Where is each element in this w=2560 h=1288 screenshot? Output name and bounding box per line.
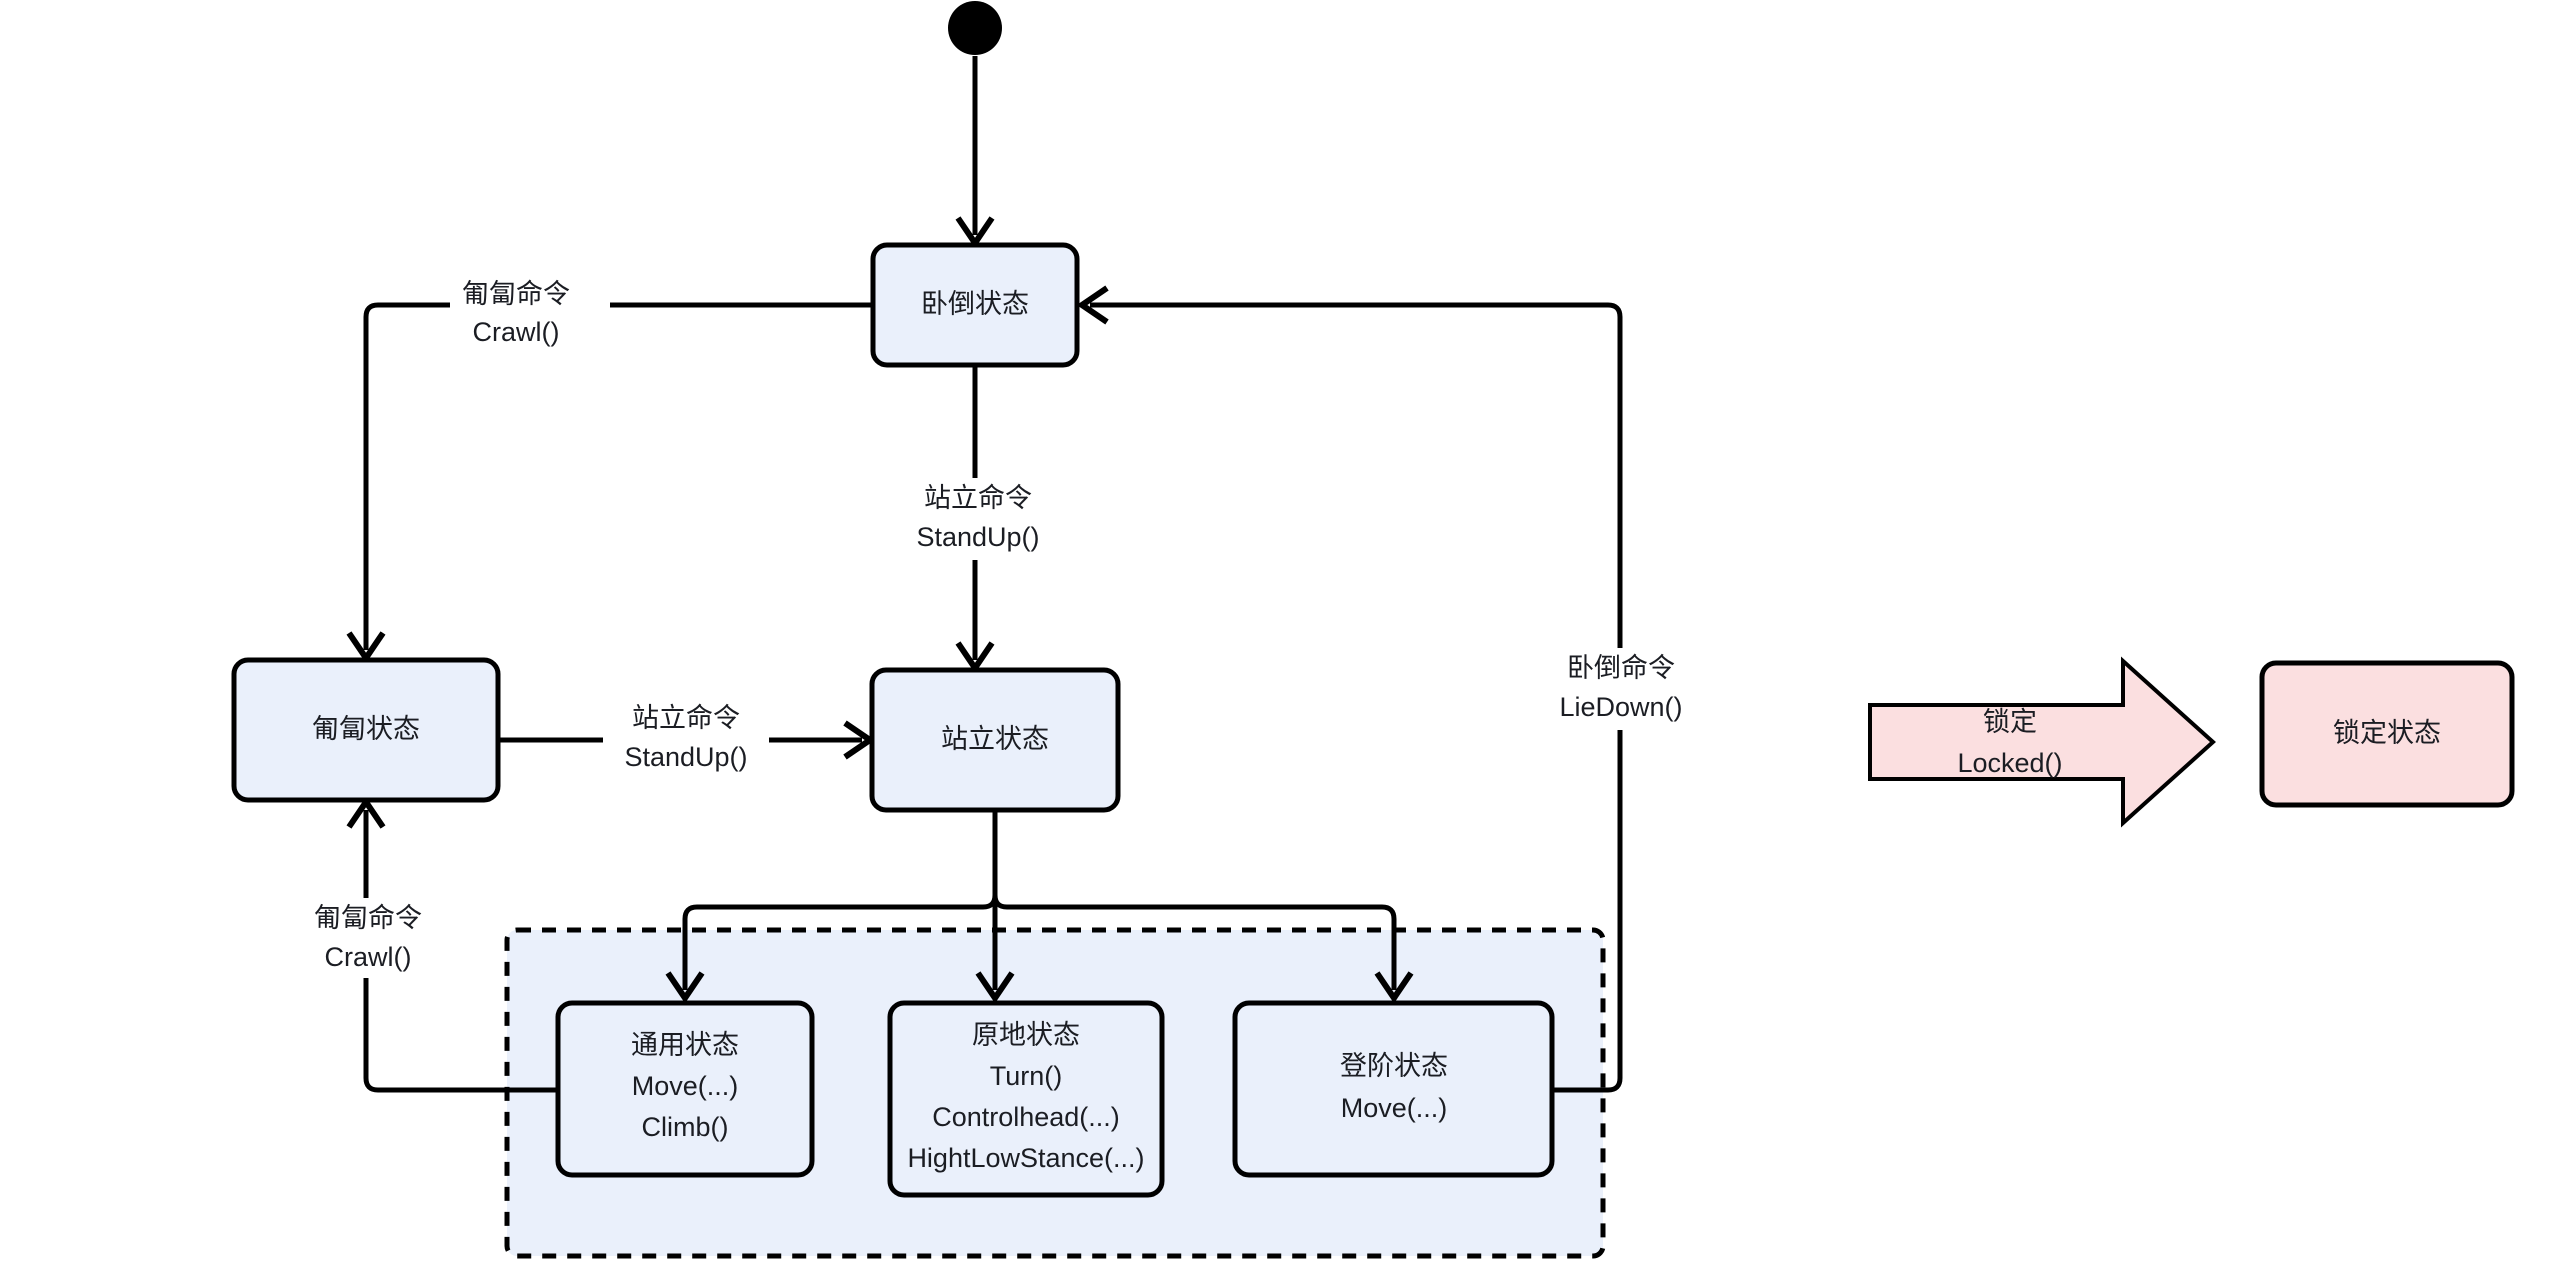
- edge-label-lie-down-to-crawl-1: Crawl(): [473, 317, 560, 347]
- node-stand-label-0: 站立状态: [941, 724, 1049, 754]
- block-arrow-locked[interactable]: 锁定 Locked(): [1868, 656, 2216, 828]
- node-lie-down-state[interactable]: 卧倒状态: [870, 242, 1080, 368]
- node-general-label-1: Move(...): [632, 1071, 739, 1101]
- node-general-state[interactable]: 通用状态 Move(...) Climb(): [555, 1000, 815, 1178]
- edge-lie-down-to-crawl: [346, 302, 873, 664]
- start-node: [948, 1, 1002, 55]
- node-locked-box[interactable]: [2259, 660, 2515, 808]
- edge-label-crawl-to-stand-1: StandUp(): [624, 742, 747, 772]
- node-crawl-label-0: 匍匐状态: [312, 714, 420, 744]
- edge-label-lie-down-to-crawl-0: 匍匐命令: [462, 279, 570, 309]
- node-in-place-label-1: Turn(): [990, 1061, 1063, 1091]
- node-stairs-state[interactable]: 登阶状态 Move(...): [1232, 1000, 1555, 1178]
- node-stairs-label-1: Move(...): [1341, 1093, 1448, 1123]
- node-in-place-label-3: HightLowStance(...): [907, 1143, 1144, 1173]
- edge-label-stairs-to-lie-down-0: 卧倒命令: [1567, 653, 1675, 683]
- block-arrow-label-1: Locked(): [1957, 748, 2062, 778]
- node-stairs-box[interactable]: [1232, 1000, 1555, 1178]
- block-arrow-label-0: 锁定: [1983, 707, 2037, 737]
- node-lie-down-box[interactable]: [870, 242, 1080, 368]
- node-general-box[interactable]: [555, 1000, 815, 1178]
- edge-start-to-lie-down: [955, 56, 995, 249]
- edge-label-general-to-crawl-0: 匍匐命令: [314, 903, 422, 933]
- edge-stand-fork: [665, 810, 1414, 1004]
- edge-label-lie-down-to-stand-1: StandUp(): [916, 522, 1039, 552]
- node-locked-label-0: 锁定状态: [2333, 718, 2441, 748]
- node-in-place-label-0: 原地状态: [972, 1020, 1080, 1050]
- node-general-label-2: Climb(): [642, 1112, 729, 1142]
- edge-label-general-to-crawl-1: Crawl(): [325, 942, 412, 972]
- node-stand-state[interactable]: 站立状态: [869, 667, 1121, 813]
- node-crawl-state[interactable]: 匍匐状态: [231, 657, 501, 803]
- edge-label-crawl-to-stand-0: 站立命令: [632, 703, 740, 733]
- node-locked-state[interactable]: 锁定状态: [2259, 660, 2515, 808]
- edge-label-general-to-crawl: 匍匐命令 Crawl(): [288, 898, 448, 978]
- block-arrow-shape[interactable]: [1868, 656, 2216, 828]
- node-in-place-label-2: Controlhead(...): [932, 1102, 1120, 1132]
- node-general-label-0: 通用状态: [631, 1030, 739, 1060]
- node-lie-down-label-0: 卧倒状态: [921, 289, 1029, 319]
- edge-label-stairs-to-lie-down: 卧倒命令 LieDown(): [1535, 648, 1707, 730]
- edge-label-lie-down-to-stand: 站立命令 StandUp(): [895, 478, 1061, 560]
- edge-label-crawl-to-stand: 站立命令 StandUp(): [603, 700, 769, 782]
- node-in-place-box[interactable]: [887, 1000, 1165, 1198]
- node-stand-box[interactable]: [869, 667, 1121, 813]
- node-crawl-box[interactable]: [231, 657, 501, 803]
- edge-label-lie-down-to-crawl: 匍匐命令 Crawl(): [450, 278, 610, 356]
- edge-label-lie-down-to-stand-0: 站立命令: [924, 483, 1032, 513]
- edge-label-stairs-to-lie-down-1: LieDown(): [1559, 692, 1682, 722]
- node-in-place-state[interactable]: 原地状态 Turn() Controlhead(...) HightLowSta…: [887, 1000, 1165, 1198]
- node-stairs-label-0: 登阶状态: [1340, 1051, 1448, 1081]
